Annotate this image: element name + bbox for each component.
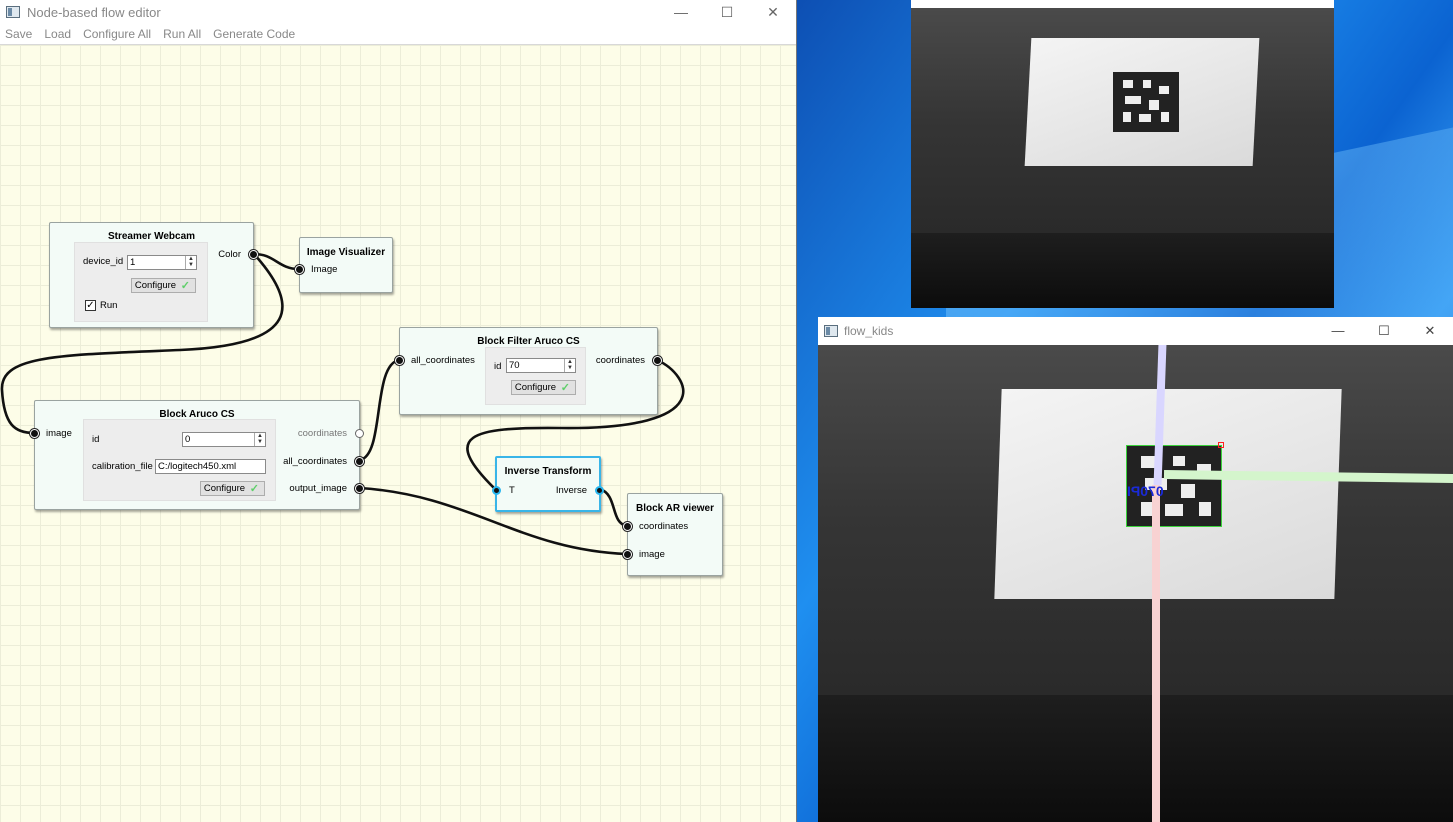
port-label-all-coordinates: all_coordinates [411,355,475,366]
menu-save[interactable]: Save [5,27,33,41]
id-spinbox[interactable]: 70 ▲▼ [506,358,576,373]
device-id-value: 1 [130,257,136,268]
config-panel: id 0 ▲▼ calibration_file C:/logitech450.… [83,419,276,501]
node-streamer-webcam[interactable]: Streamer Webcam Color device_id 1 ▲▼ Con… [49,222,258,328]
run-label: Run [100,300,118,311]
port-label-color: Color [218,249,241,260]
port-label-image: image [639,549,665,560]
maximize-icon[interactable]: ☐ [1378,322,1390,338]
port-input-image[interactable] [30,429,39,438]
node-title: Block Filter Aruco CS [477,336,580,347]
port-label-coordinates: coordinates [595,355,645,366]
device-id-label: device_id [83,256,124,267]
port-output-coordinates[interactable] [653,356,662,365]
config-panel: device_id 1 ▲▼ Configure ✓ ✓ Run [74,242,208,322]
port-output-image[interactable] [355,484,364,493]
port-label-t: T [509,485,515,496]
port-input-image[interactable] [295,265,304,274]
floor-area [818,695,1453,822]
node-block-aruco[interactable]: Block Aruco CS image coordinates all_coo… [30,400,364,510]
calibration-file-label: calibration_file [92,461,153,472]
camera-feed-ar: 070PI [818,345,1453,822]
wire-inverse-to-ar-viewer [599,487,628,528]
port-input-all-coordinates[interactable] [395,356,404,365]
camera-window-title: flow_kids [844,323,894,338]
menu-configure-all[interactable]: Configure All [83,27,152,41]
port-label-all-coordinates: all_coordinates [283,456,347,467]
minimize-icon[interactable]: — [674,4,688,20]
port-label-coordinates: coordinates [639,521,689,532]
menu-run-all[interactable]: Run All [163,27,202,41]
camera-window-flow-kids[interactable]: flow_kids — ☐ ✕ 070PI [818,317,1453,822]
port-output-color[interactable] [249,250,258,259]
node-title: Image Visualizer [306,247,386,258]
node-title: Streamer Webcam [107,231,196,242]
id-spinbox[interactable]: 0 ▲▼ [182,432,266,447]
marker-corner-indicator [1218,442,1224,448]
device-id-spinbox[interactable]: 1 ▲▼ [127,255,197,270]
port-label-inverse: Inverse [555,485,587,496]
port-input-coordinates[interactable] [623,522,632,531]
wire-filter-to-inverse [466,358,685,490]
port-output-coordinates[interactable] [355,429,364,438]
menu-load[interactable]: Load [44,27,72,41]
aruco-marker [1126,445,1222,527]
node-title: Block AR viewer [636,503,714,514]
marker-id-label: 070PI [1127,483,1164,499]
wire-color-to-visualizer [253,252,300,271]
maximize-icon[interactable]: ☐ [720,3,734,20]
close-icon[interactable]: ✕ [767,3,779,20]
check-icon: ✓ [560,382,570,394]
calibration-file-input[interactable]: C:/logitech450.xml [155,459,266,474]
check-icon: ✓ [180,280,190,292]
node-canvas[interactable]: Streamer Webcam Color device_id 1 ▲▼ Con… [0,45,796,822]
node-title: Inverse Transform [504,466,592,477]
check-icon: ✓ [249,483,259,495]
floor-area [911,233,1334,308]
close-icon[interactable]: ✕ [1424,322,1436,338]
configure-button[interactable]: Configure ✓ [200,481,265,496]
port-input-image[interactable] [623,550,632,559]
spin-arrows-icon[interactable]: ▲▼ [564,359,575,372]
camera-feed-raw [911,8,1334,308]
port-output-all-coordinates[interactable] [355,457,364,466]
aruco-marker [1113,72,1179,132]
node-block-ar-viewer[interactable]: Block AR viewer coordinates image [623,493,723,576]
menu-bar: Save Load Configure All Run All Generate… [0,24,796,45]
wire-color-to-aruco-image [0,253,284,435]
wire-output-image-to-ar-viewer [359,486,628,556]
id-label: id [92,434,100,445]
spin-arrows-icon[interactable]: ▲▼ [254,433,265,446]
id-value: 70 [509,360,520,371]
port-label-image: image [46,428,72,439]
port-output-inverse[interactable] [595,486,604,495]
config-panel: id 70 ▲▼ Configure ✓ [485,347,586,405]
configure-button[interactable]: Configure ✓ [511,380,576,395]
wire-all-coordinates-to-filter [359,358,400,462]
node-title: Block Aruco CS [159,409,235,420]
window-title: Node-based flow editor [27,4,161,20]
port-label-image: Image [311,264,338,275]
run-checkbox[interactable]: ✓ [85,300,96,311]
port-input-t[interactable] [492,486,501,495]
spin-arrows-icon[interactable]: ▲▼ [185,256,196,269]
menu-generate-code[interactable]: Generate Code [213,27,296,41]
window-app-icon [6,6,20,18]
id-value: 0 [185,434,191,445]
node-block-filter-aruco[interactable]: Block Filter Aruco CS all_coordinates co… [395,327,662,415]
flow-editor-window[interactable]: Node-based flow editor — ☐ ✕ Save Load C… [0,0,797,822]
camera-window-raw[interactable] [911,0,1334,308]
node-inverse-transform[interactable]: Inverse Transform T Inverse [492,456,604,512]
minimize-icon[interactable]: — [1331,322,1345,338]
id-label: id [494,361,502,372]
port-label-output-image: output_image [289,483,347,494]
window-app-icon [824,324,838,337]
editor-titlebar[interactable]: Node-based flow editor — ☐ ✕ [0,0,796,24]
node-image-visualizer[interactable]: Image Visualizer Image [295,237,393,293]
port-label-coordinates: coordinates [297,428,347,439]
connection-wires [0,252,685,556]
configure-button[interactable]: Configure ✓ [131,278,196,293]
ar-axis-z [1152,485,1160,822]
camera-window-titlebar[interactable]: flow_kids — ☐ ✕ [818,317,1453,344]
